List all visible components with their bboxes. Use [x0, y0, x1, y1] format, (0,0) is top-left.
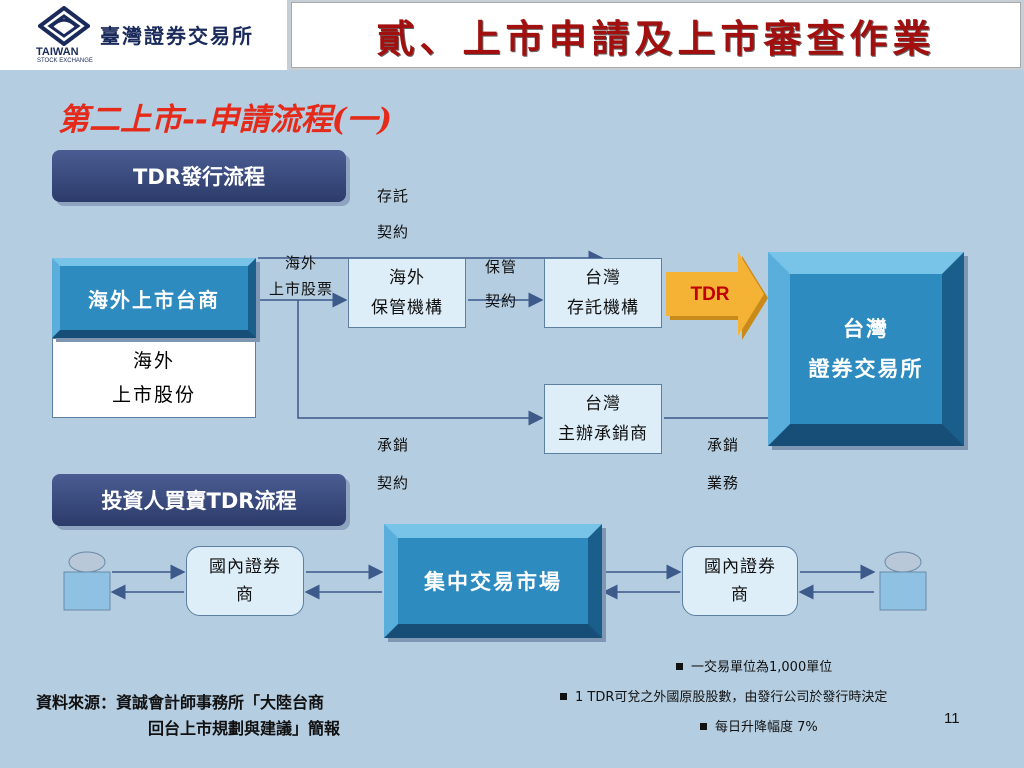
underwriting-contract-line2: 契約: [376, 474, 409, 492]
underwriting-business-label: 承銷 業務: [698, 426, 748, 502]
overseas-company-label: 海外上市台商: [88, 287, 220, 312]
investor-left-icon: [63, 551, 111, 611]
investor-right-icon: [879, 551, 927, 611]
overseas-shares-line2: 上市股份: [111, 384, 196, 406]
overseas-stock-line1: 海外: [284, 254, 317, 272]
note-price-limit-text: 每日升降幅度 7%: [715, 720, 818, 735]
source-citation: 資料來源：資誠會計師事務所「大陸台商 回台上市規劃與建議」簡報: [36, 690, 340, 742]
broker-right-line1: 國內證券: [704, 557, 776, 577]
underwriter-line2: 主辦承銷商: [558, 424, 648, 444]
bullet-icon: [700, 723, 707, 730]
central-market-label: 集中交易市場: [424, 569, 562, 594]
domestic-broker-right-box: 國內證券 商: [682, 546, 798, 616]
broker-right-line2: 商: [731, 585, 749, 605]
logo-en-line1: TAIWAN: [36, 46, 79, 58]
underwriting-business-line1: 承銷: [706, 436, 739, 454]
underwriting-contract-label: 承銷 契約: [368, 426, 418, 502]
bullet-icon: [560, 693, 567, 700]
custody-contract-line2: 契約: [484, 292, 517, 310]
source-line1: 資料來源：資誠會計師事務所「大陸台商: [36, 693, 325, 712]
twse-logo-icon: [38, 6, 90, 46]
slide-title: 貳、上市申請及上市審查作業: [376, 15, 936, 61]
note-trading-unit-text: 一交易單位為1,000單位: [691, 660, 833, 675]
custody-contract-line1: 保管: [484, 258, 517, 276]
note-conversion-ratio-text: 1 TDR可兌之外國原股股數，由發行公司於發行時決定: [575, 690, 888, 705]
bullet-icon: [676, 663, 683, 670]
underwriting-contract-line1: 承銷: [376, 436, 409, 454]
custody-contract-label: 保管 契約: [476, 250, 526, 318]
underwriter-line1: 台灣: [585, 394, 621, 414]
taiwan-underwriter-box: 台灣 主辦承銷商: [544, 384, 662, 454]
deposit-contract-label: 存託 契約: [368, 178, 418, 250]
subtitle: 第二上市--申請流程(一): [58, 102, 393, 138]
exchange-line2: 證券交易所: [808, 356, 924, 381]
overseas-custodian-box: 海外 保管機構: [348, 258, 466, 328]
custodian-line1: 海外: [389, 268, 425, 288]
logo-area: [0, 0, 287, 70]
overseas-shares-box: 海外 上市股份: [52, 338, 256, 418]
domestic-broker-left-box: 國內證券 商: [186, 546, 304, 616]
tdr-arrow-label: TDR: [690, 284, 730, 305]
taiwan-depositary-box: 台灣 存託機構: [544, 258, 662, 328]
central-market-box: 集中交易市場: [384, 524, 602, 638]
note-price-limit: 每日升降幅度 7%: [700, 716, 818, 735]
logo-en-line2: STOCK EXCHANGE: [37, 58, 93, 64]
broker-left-line2: 商: [236, 585, 254, 605]
overseas-shares-line1: 海外: [132, 350, 175, 372]
overseas-stock-label: 海外 上市股票: [262, 250, 340, 302]
slide-title-box: 貳、上市申請及上市審查作業: [291, 2, 1021, 68]
overseas-stock-line2: 上市股票: [268, 280, 333, 298]
broker-left-line1: 國內證券: [209, 557, 281, 577]
note-conversion-ratio: 1 TDR可兌之外國原股股數，由發行公司於發行時決定: [560, 686, 887, 705]
deposit-contract-line1: 存託: [376, 187, 409, 205]
exchange-line1: 台灣: [843, 316, 889, 341]
custodian-line2: 保管機構: [371, 298, 443, 318]
taiwan-stock-exchange-box: 台灣 證券交易所: [768, 252, 964, 446]
section-tdr-issuance: TDR發行流程: [52, 150, 346, 202]
depositary-line2: 存託機構: [567, 298, 639, 318]
section-tdr-trading: 投資人買賣TDR流程: [52, 474, 346, 526]
underwriting-business-line2: 業務: [706, 474, 739, 492]
deposit-contract-line2: 契約: [376, 223, 409, 241]
logo-name: 臺灣證券交易所: [100, 24, 254, 48]
overseas-company-box: 海外上市台商: [52, 258, 256, 338]
tdr-arrow-icon: [666, 252, 768, 340]
source-line2: 回台上市規劃與建議」簡報: [148, 719, 341, 738]
depositary-line1: 台灣: [585, 268, 621, 288]
note-trading-unit: 一交易單位為1,000單位: [676, 656, 832, 675]
page-number: 11: [944, 710, 960, 727]
